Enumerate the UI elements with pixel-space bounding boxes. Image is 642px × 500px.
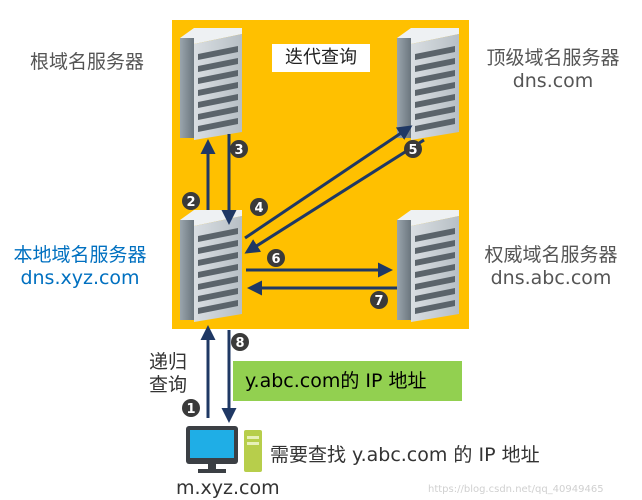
arrow-5 bbox=[244, 138, 425, 254]
local-server-label: 本地域名服务器 dns.xyz.com bbox=[2, 244, 158, 290]
client-task-label: 需要查找 y.abc.com 的 IP 地址 bbox=[270, 444, 540, 466]
recursive-query-label: 递归 查询 bbox=[149, 351, 187, 397]
auth-server-domain: dns.abc.com bbox=[490, 267, 612, 289]
tld-server-icon bbox=[397, 28, 459, 140]
step-badge-7: 7 bbox=[370, 291, 388, 309]
svg-text:4: 4 bbox=[254, 201, 263, 216]
auth-server-icon bbox=[397, 210, 459, 322]
auth-server-label: 权威域名服务器 dns.abc.com bbox=[468, 244, 634, 290]
svg-text:3: 3 bbox=[234, 143, 243, 158]
step-badge-1: 1 bbox=[182, 399, 200, 417]
step-badges: 1 2 3 4 5 6 7 8 bbox=[182, 140, 422, 417]
auth-server-name: 权威域名服务器 bbox=[484, 244, 618, 266]
svg-text:2: 2 bbox=[186, 195, 195, 210]
svg-text:6: 6 bbox=[271, 252, 280, 267]
local-server-icon bbox=[180, 210, 242, 322]
step-badge-5: 5 bbox=[404, 140, 422, 158]
svg-text:5: 5 bbox=[408, 143, 417, 158]
watermark: https://blog.csdn.net/qq_40949465 bbox=[428, 484, 604, 495]
step-badge-8: 8 bbox=[231, 333, 249, 351]
recursive-label-line2: 查询 bbox=[149, 374, 188, 396]
arrow-4 bbox=[244, 125, 413, 240]
step-badge-6: 6 bbox=[267, 249, 285, 267]
answer-box: y.abc.com的 IP 地址 bbox=[233, 361, 462, 401]
svg-text:8: 8 bbox=[235, 336, 244, 351]
client-computer-icon bbox=[186, 426, 262, 473]
client-name-label: m.xyz.com bbox=[176, 477, 280, 499]
step-badge-3: 3 bbox=[230, 140, 248, 158]
step-badge-4: 4 bbox=[250, 198, 268, 216]
svg-text:1: 1 bbox=[186, 402, 195, 417]
local-server-name: 本地域名服务器 bbox=[13, 244, 147, 266]
root-server-label: 根域名服务器 bbox=[30, 51, 145, 73]
local-server-domain: dns.xyz.com bbox=[20, 267, 140, 289]
tld-server-label: 顶级域名服务器 dns.com bbox=[473, 47, 633, 93]
recursive-label-line1: 递归 bbox=[149, 351, 188, 373]
iterative-query-title: 迭代查询 bbox=[272, 44, 370, 72]
tld-server-name: 顶级域名服务器 bbox=[486, 47, 620, 69]
svg-text:7: 7 bbox=[374, 294, 383, 309]
tld-server-domain: dns.com bbox=[512, 70, 594, 92]
step-badge-2: 2 bbox=[182, 192, 200, 210]
root-server-icon bbox=[180, 28, 242, 140]
